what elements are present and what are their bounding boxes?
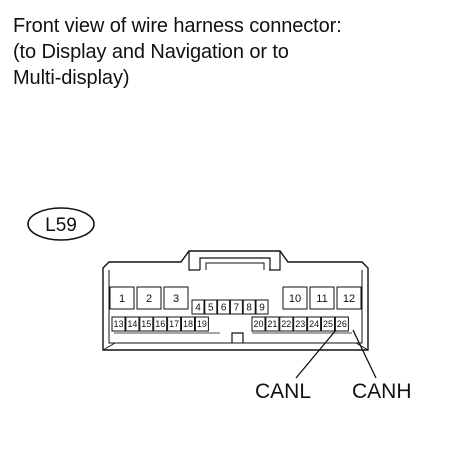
pin-4: 4 [191,299,205,315]
connector-housing [102,250,369,351]
pin-number: 26 [337,319,347,329]
lock-tab-inner [205,262,265,270]
caption-line-2: (to Display and Navigation or to [13,41,289,63]
caption-line-3: Multi-display) [13,67,130,89]
pin-13: 13 [111,316,126,332]
pin-number: 19 [197,319,207,329]
pin-number: 15 [141,319,151,329]
pin-cavity [194,316,209,332]
connector-id-label: L59 [45,215,77,236]
pin-24: 24 [307,316,322,332]
pin-number: 12 [343,293,355,305]
pin-22: 22 [279,316,294,332]
pin-number: 1 [119,293,125,305]
pin-cavity [309,286,335,310]
pin-3: 3 [163,286,189,310]
pin-cavity [265,316,280,332]
pin-cavity [282,286,308,310]
pin-1: 1 [109,286,135,310]
pin-cavity [293,316,308,332]
pin-cavity [139,316,154,332]
housing-outline [102,250,369,351]
pin-12: 12 [336,286,362,310]
pin-16: 16 [153,316,168,332]
housing-inner-line [108,270,363,344]
pin-cavity [125,316,140,332]
diagram-caption: Front view of wire harness connector: (t… [13,13,453,91]
pin-cavity [136,286,162,310]
pin-number: 23 [295,319,305,329]
pin-number: 21 [267,319,277,329]
pin-15: 15 [139,316,154,332]
pin-number: 13 [113,319,123,329]
pin-cavity [163,286,189,310]
pin-26: 26 [334,316,349,332]
pin-number: 14 [127,319,137,329]
pin-cavity [279,316,294,332]
canh-label: CANH [352,380,412,403]
canl-label: CANL [255,380,311,403]
pin-cavity [321,316,335,332]
pin-number: 7 [234,303,240,314]
pin-14: 14 [125,316,140,332]
pin-7: 7 [229,299,243,315]
pin-6: 6 [217,299,231,315]
lock-tab-outer [199,257,271,270]
pin-8: 8 [242,299,256,315]
connector-id-tag: L59 [27,207,95,241]
pin-number: 2 [146,293,152,305]
pin-number: 11 [316,293,327,305]
pin-23: 23 [293,316,308,332]
pin-9: 9 [255,299,269,315]
pin-cavity [167,316,182,332]
pin-20: 20 [251,316,266,332]
pin-11: 11 [309,286,335,310]
pin-number: 10 [289,293,301,305]
pin-number: 4 [195,303,201,314]
pin-number: 6 [221,303,227,314]
pin-cavity [109,286,135,310]
canl-leader-line [295,329,337,379]
housing-notches [188,251,281,271]
pin-cavity [181,316,195,332]
pin-number: 25 [323,319,333,329]
pin-19: 19 [194,316,209,332]
pin-cavity [111,316,126,332]
pin-number: 9 [259,303,265,314]
pin-5: 5 [204,299,218,315]
pin-number: 8 [246,303,252,314]
pin-25: 25 [321,316,335,332]
pin-18: 18 [181,316,195,332]
callout-leaders [295,329,377,379]
pin-21: 21 [265,316,280,332]
pin-2: 2 [136,286,162,310]
connector-id-oval [27,207,95,241]
pin-number: 22 [281,319,291,329]
housing-corners [102,342,369,351]
pin-number: 3 [173,293,179,305]
pin-number: 5 [208,303,214,314]
pin-cavity [251,316,266,332]
pin-number: 16 [155,319,165,329]
bottom-key [231,332,244,343]
pin-cavity [153,316,168,332]
caption-line-1: Front view of wire harness connector: [13,15,342,37]
pin-cavity [307,316,322,332]
pin-10: 10 [282,286,308,310]
canh-leader-line [352,329,377,379]
pin-number: 20 [253,319,263,329]
pin-cavity [336,286,362,310]
pin-number: 17 [169,319,179,329]
pin-number: 18 [183,319,193,329]
pin-number: 24 [309,319,319,329]
pin-cavity [334,316,349,332]
pin-17: 17 [167,316,182,332]
